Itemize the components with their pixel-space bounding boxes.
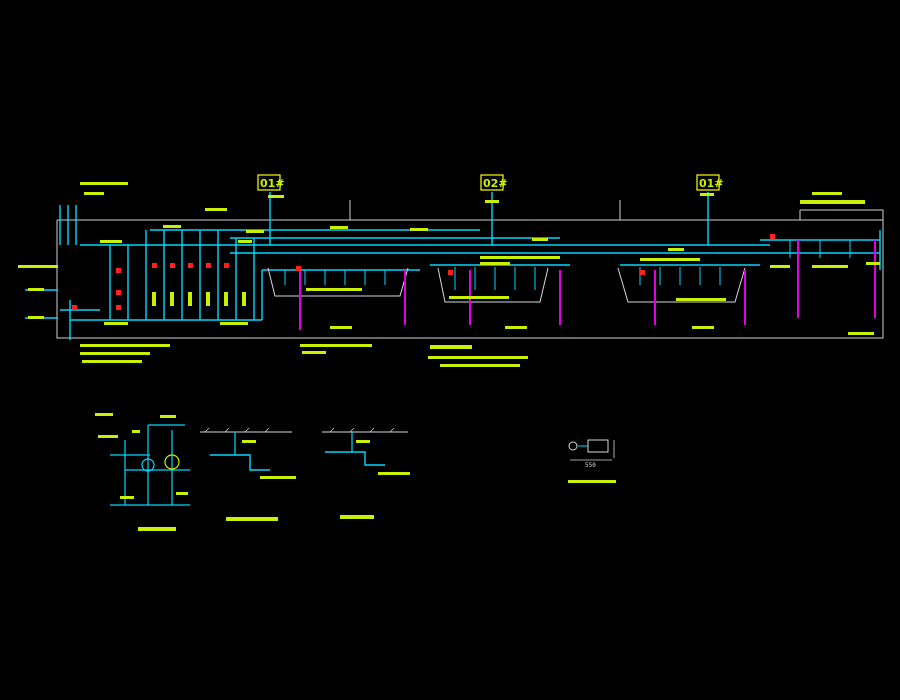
detail-dimension-symbol: 550: [568, 439, 616, 483]
valve-icon: [188, 263, 193, 268]
building-tag-3: 01#: [696, 174, 724, 191]
valve-icon: [206, 263, 211, 268]
pump-icon: [141, 458, 155, 472]
building-tag-2: 02#: [480, 174, 508, 191]
risers: [299, 240, 876, 330]
valve-icon: [448, 270, 453, 275]
label-bars: [18, 182, 880, 367]
valve-group: [72, 234, 775, 310]
valve-icon: [116, 268, 121, 273]
tag-2-text: 02#: [483, 177, 508, 190]
tank-icon: [164, 454, 180, 470]
valve-icon: [224, 263, 229, 268]
building-tag-1: 01#: [257, 174, 285, 191]
sprinkler-drops: [284, 240, 851, 290]
valve-icon: [72, 305, 77, 310]
valve-icon: [152, 263, 157, 268]
valve-icon: [296, 266, 301, 271]
detail-sprinkler-drop-1: [200, 427, 296, 521]
detail-sprinkler-drop-2: [322, 427, 410, 519]
tag-1-text: 01#: [260, 177, 285, 190]
tag-3-text: 01#: [699, 177, 724, 190]
valve-icon: [116, 305, 121, 310]
detail-pump-station: [95, 413, 190, 531]
valve-icon: [770, 234, 775, 239]
valve-icon: [116, 290, 121, 295]
valve-icon: [170, 263, 175, 268]
dimension-text: 550: [585, 462, 596, 469]
valve-icon: [640, 270, 645, 275]
